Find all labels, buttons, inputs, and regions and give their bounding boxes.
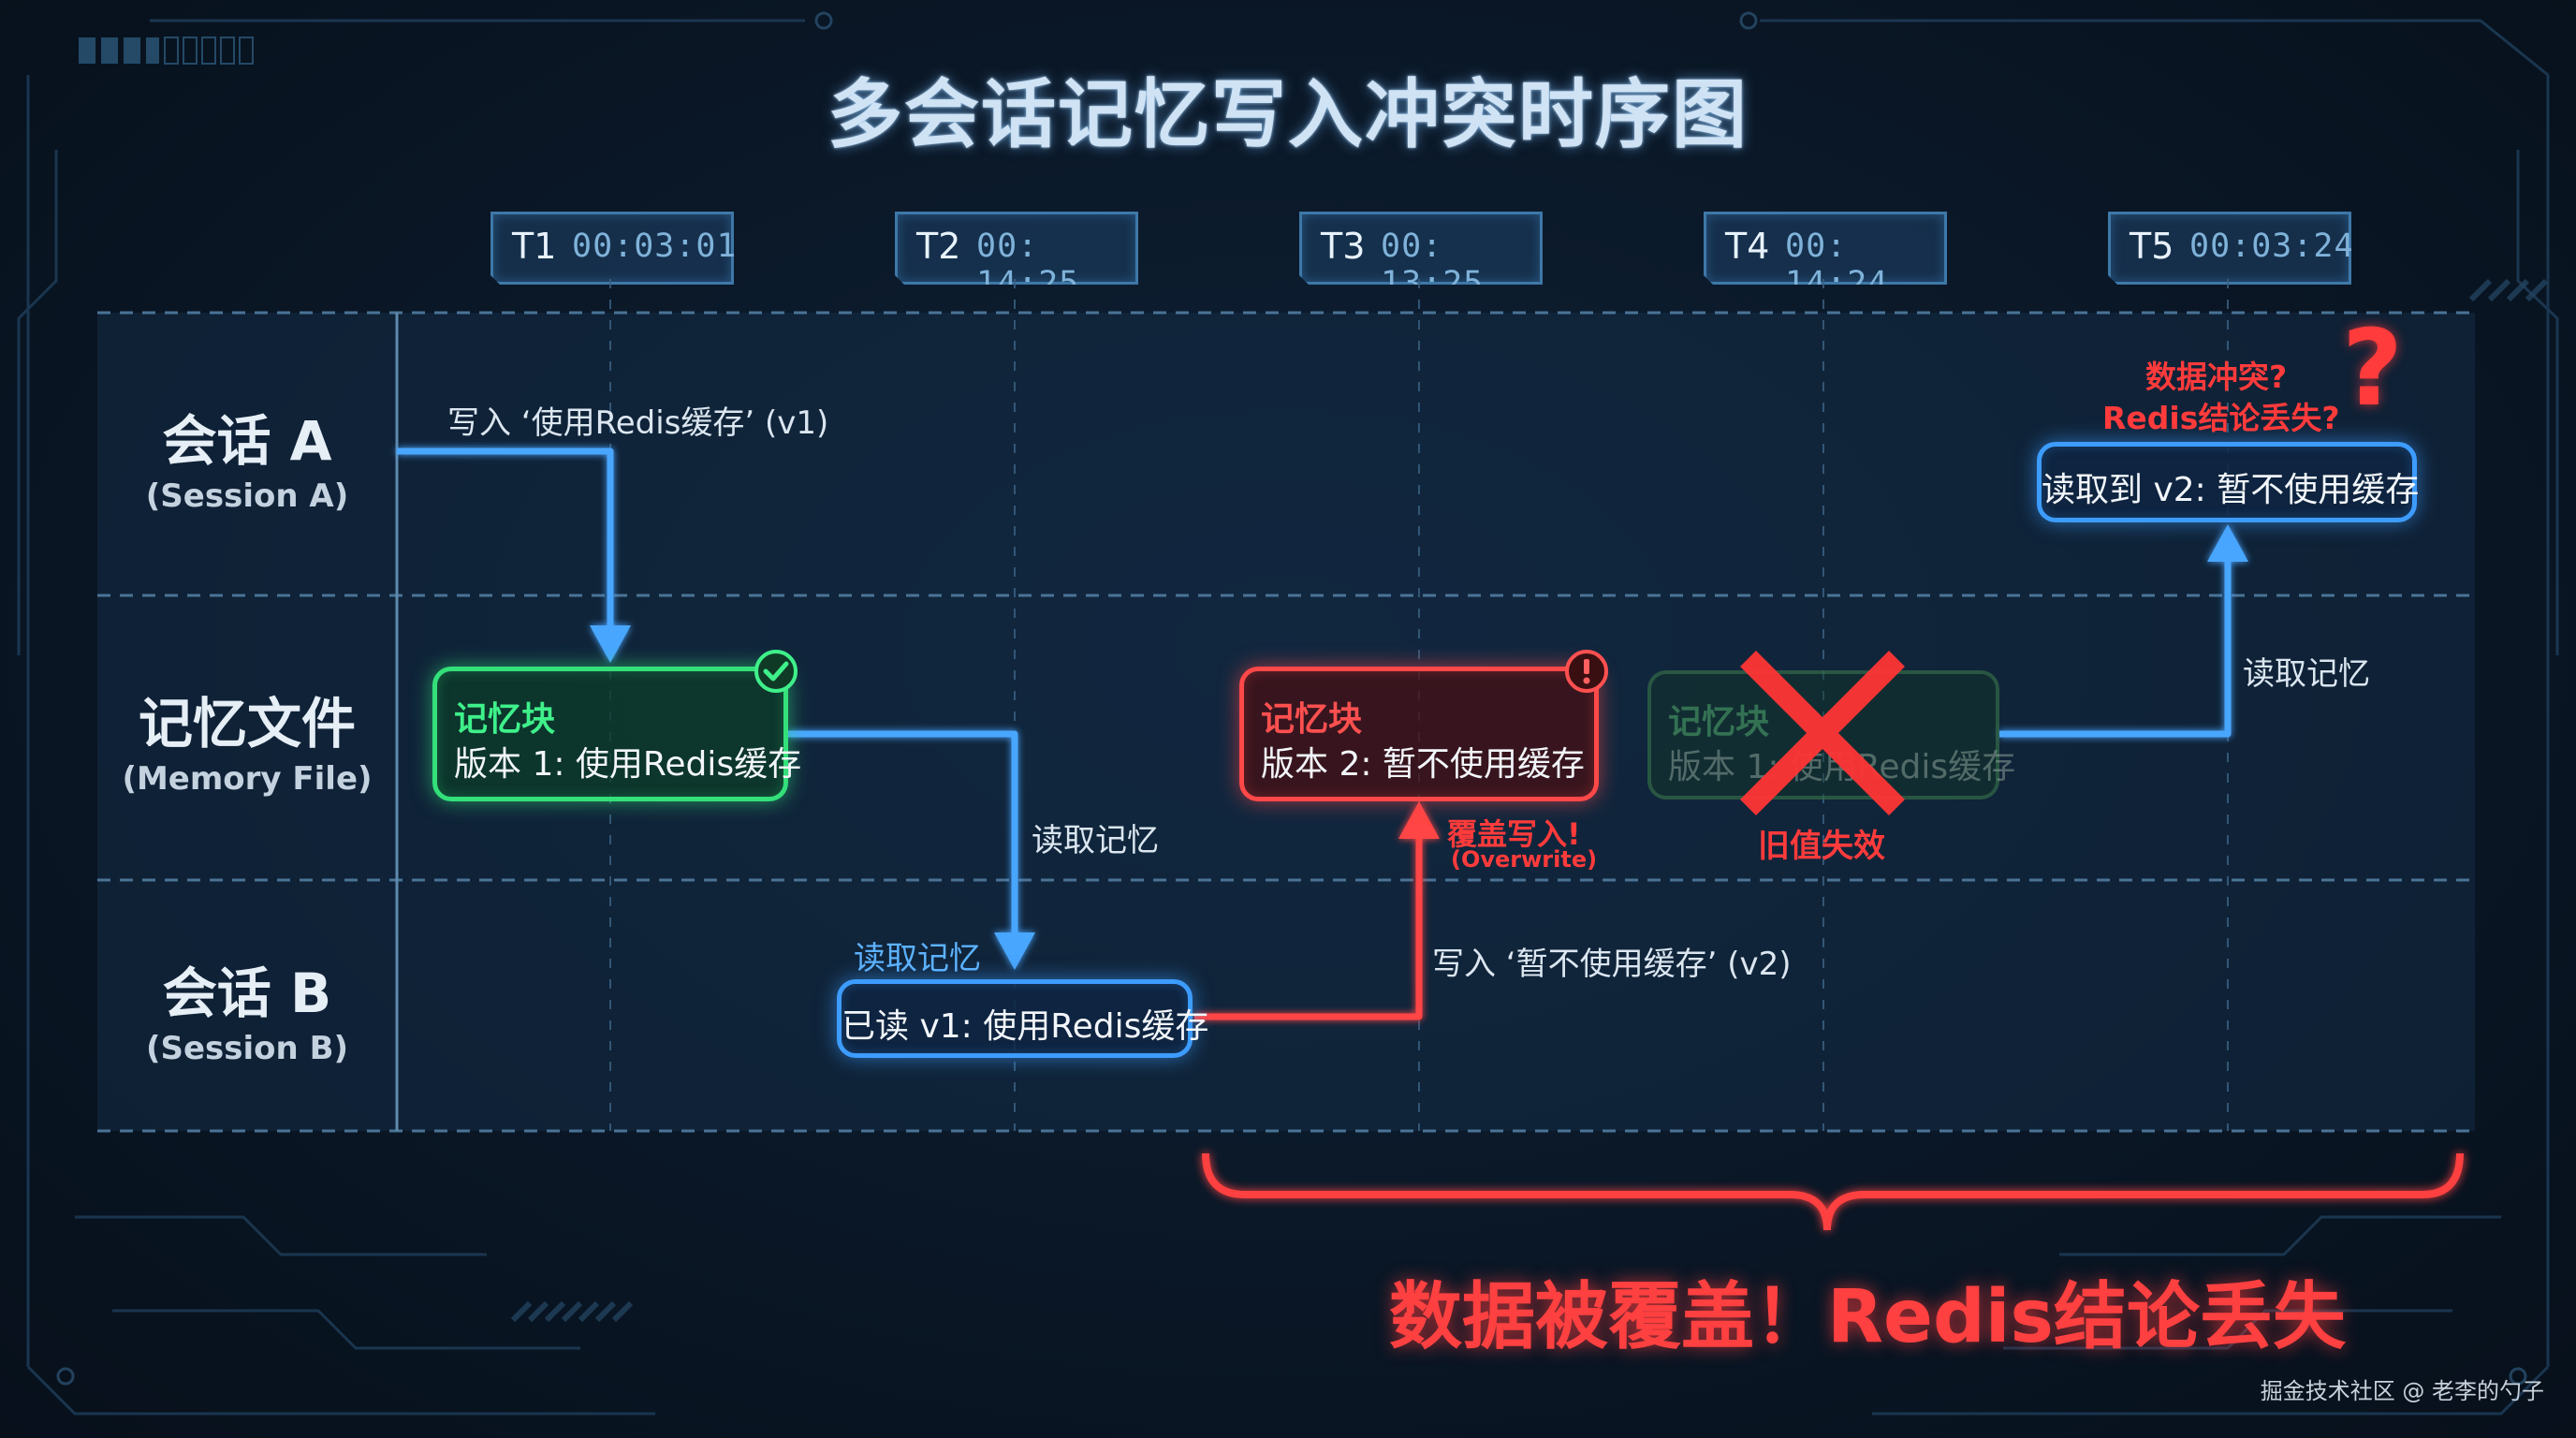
time-label: T5 — [2130, 226, 2174, 267]
lane-session-a: 会话 A (Session A) — [97, 397, 397, 515]
invalid-label: 旧值失效 — [1758, 828, 1885, 865]
lane-title: 会话 A — [162, 409, 332, 473]
lane-subtitle: (Session B) — [145, 1030, 349, 1067]
arrow-read-memory-b — [788, 730, 1018, 940]
block-heading: 记忆块 — [1261, 700, 1363, 739]
time-label: T2 — [916, 226, 961, 267]
memory-block-v2: 记忆块 版本 2: 暂不使用缓存 — [1239, 667, 1599, 801]
lane-memory-file: 记忆文件 (Memory File) — [97, 680, 397, 798]
time-value: 00:03:01 — [572, 227, 738, 265]
block-heading: 记忆块 — [454, 700, 556, 739]
arrow-write-v2 — [1194, 831, 1423, 1020]
block-heading: 记忆块 — [1668, 703, 1770, 741]
write-v2-label: 写入 ‘暂不使用缓存’ (v2) — [1432, 946, 1792, 983]
time-badge-t5: T5 00:03:24 — [2108, 212, 2351, 285]
conflict-label-2: Redis结论丢失? — [2102, 400, 2340, 436]
write-v1-label: 写入 ‘使用Redis缓存’ (v1) — [447, 404, 829, 442]
time-label: T3 — [1321, 226, 1366, 267]
block-text: 版本 2: 暂不使用缓存 — [1261, 745, 1585, 784]
block-text: 版本 1: 使用Redis缓存 — [454, 745, 802, 784]
read-memory-label-blue: 读取记忆 — [854, 940, 981, 977]
time-label: T1 — [512, 226, 557, 267]
arrow-write-v1 — [397, 448, 614, 633]
lane-title: 会话 B — [162, 961, 332, 1025]
overwrite-label: 覆盖写入! — [1447, 816, 1581, 852]
arrow-read-memory-a — [1999, 552, 2232, 738]
box-text: 已读 v1: 使用Redis缓存 — [842, 1007, 1209, 1046]
time-badge-t1: T1 00:03:01 — [490, 212, 734, 285]
check-icon — [754, 650, 798, 693]
time-badge-t3: T3 00: 13:25 — [1299, 212, 1543, 285]
time-value: 00:03:24 — [2189, 227, 2355, 265]
conflict-label-1: 数据冲突? — [2145, 359, 2288, 395]
arrowhead-up — [1398, 801, 1440, 839]
alert-icon — [1565, 650, 1608, 693]
page-title: 多会话记忆写入冲突时序图 — [827, 71, 1749, 158]
memory-block-v1: 记忆块 版本 1: 使用Redis缓存 — [432, 667, 801, 801]
arrowhead-down — [590, 625, 631, 663]
invalid-cross-icon — [1740, 651, 1905, 815]
overwrite-sublabel: (Overwrite) — [1451, 846, 1598, 873]
lane-subtitle: (Session A) — [145, 477, 349, 515]
read-memory-label: 读取记忆 — [2243, 655, 2370, 693]
session-b-read-box: 已读 v1: 使用Redis缓存 — [837, 979, 1209, 1058]
lane-title: 记忆文件 — [138, 692, 356, 756]
arrowhead-up — [2207, 524, 2248, 562]
read-memory-label: 读取记忆 — [1032, 822, 1159, 859]
credit-watermark: 掘金技术社区 @ 老李的勺子 — [2260, 1378, 2544, 1404]
lane-subtitle: (Memory File) — [122, 760, 373, 798]
bottom-conclusion: 数据被覆盖！Redis结论丢失 — [1389, 1275, 2346, 1359]
arrowhead-down — [994, 932, 1035, 970]
session-a-read-box: 读取到 v2: 暂不使用缓存 — [2037, 442, 2420, 522]
question-mark-icon: ? — [2342, 308, 2403, 430]
time-label: T4 — [1725, 226, 1770, 267]
box-text: 读取到 v2: 暂不使用缓存 — [2042, 471, 2420, 509]
lane-session-b: 会话 B (Session B) — [97, 949, 397, 1067]
